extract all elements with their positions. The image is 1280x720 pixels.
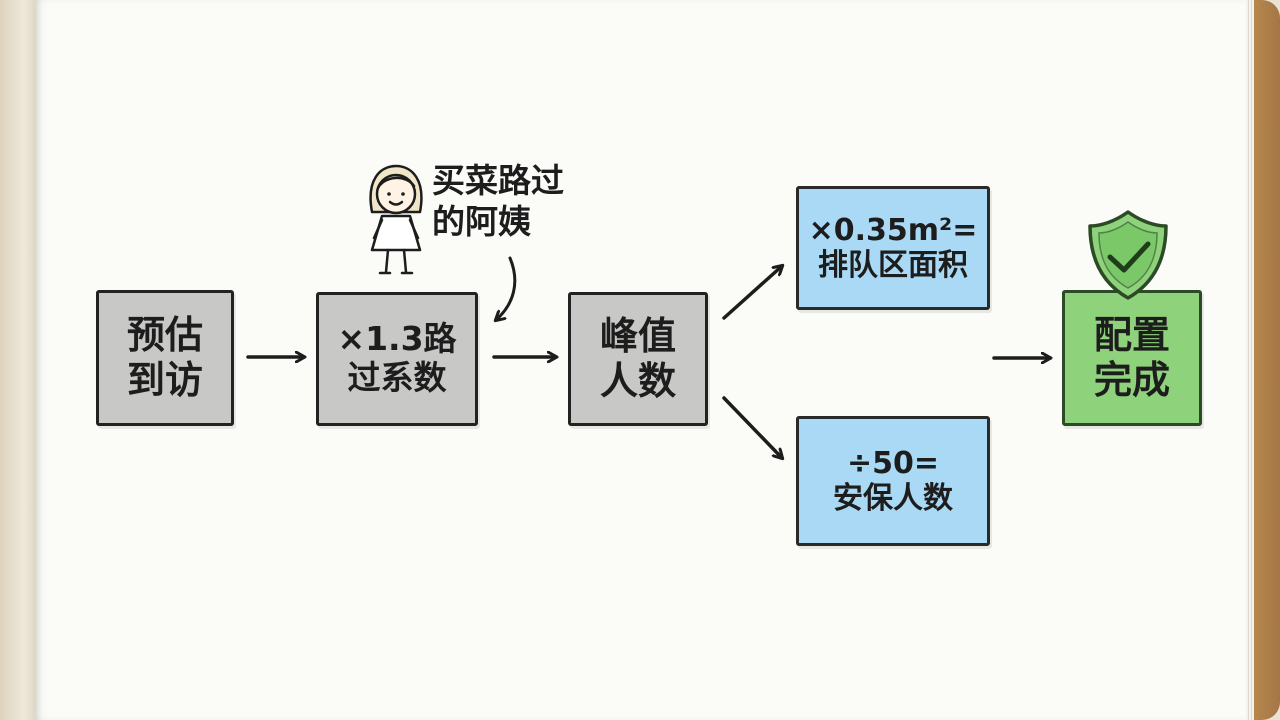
node-queue-area: ×0.35m²= 排队区面积	[796, 186, 990, 310]
node-passby-line2: 过系数	[347, 358, 447, 397]
node-queue-line1: ×0.35m²=	[808, 212, 978, 248]
node-config-done: 配置 完成	[1062, 290, 1202, 426]
node-security-line2: 安保人数	[833, 481, 953, 516]
node-done-line2: 完成	[1093, 358, 1170, 402]
notebook-spine	[0, 0, 40, 720]
node-estimate-line2: 到访	[126, 358, 203, 402]
node-queue-line2: 排队区面积	[818, 248, 968, 283]
annotation-passing-auntie: 买菜路过 的阿姨	[432, 160, 564, 243]
node-security-count: ÷50= 安保人数	[796, 416, 990, 546]
node-peak-line1: 峰值	[599, 314, 676, 359]
annotation-line1: 买菜路过	[432, 161, 564, 200]
node-security-line1: ÷50=	[846, 445, 940, 481]
node-estimate-line1: 预估	[126, 313, 203, 358]
notebook-cover-edge	[1250, 0, 1280, 720]
node-passby-line1: ×1.3路	[337, 319, 457, 359]
node-peak-count: 峰值 人数	[568, 292, 708, 426]
page-stack-edge	[1246, 0, 1254, 720]
annotation-line2: 的阿姨	[432, 202, 531, 242]
node-passby-factor: ×1.3路 过系数	[316, 292, 478, 426]
node-peak-line2: 人数	[599, 359, 676, 403]
node-estimate-visits: 预估 到访	[96, 290, 234, 426]
node-done-line1: 配置	[1093, 313, 1170, 358]
